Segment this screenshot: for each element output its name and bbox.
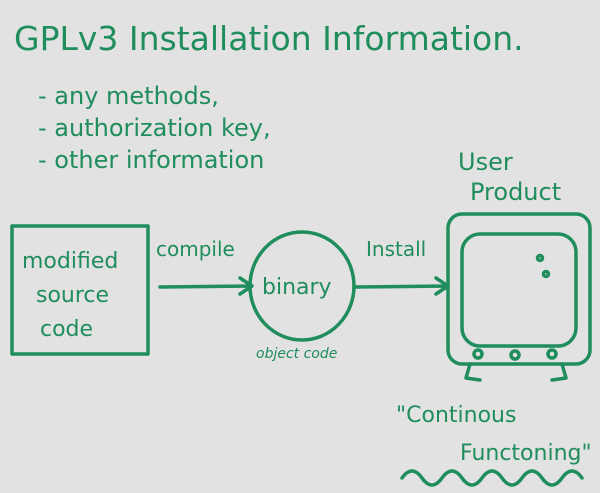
bullet-authorization-key: - authorization key,: [38, 114, 271, 142]
user-product-label-line2: Product: [470, 178, 561, 206]
source-code-box: [10, 224, 150, 356]
bullet-other-information: - other information: [38, 146, 264, 174]
object-code-label: object code: [256, 346, 337, 362]
bullet-any-methods: - any methods,: [38, 82, 219, 110]
source-box-line2: source: [36, 283, 109, 308]
user-product-label-line1: User: [458, 148, 513, 176]
source-box-line3: code: [40, 317, 93, 342]
install-arrow: [352, 276, 450, 296]
quote-line2: Functoning": [460, 441, 592, 466]
quote-line1: "Continous: [396, 403, 516, 428]
install-label: Install: [366, 237, 426, 261]
source-box-line1: modified: [22, 249, 118, 274]
diagram-title: GPLv3 Installation Information.: [14, 19, 524, 58]
user-product-device-icon: [446, 212, 592, 382]
wavy-underline: [400, 469, 584, 487]
binary-label: binary: [262, 275, 332, 300]
compile-arrow: [158, 276, 254, 296]
compile-label: compile: [156, 237, 235, 261]
